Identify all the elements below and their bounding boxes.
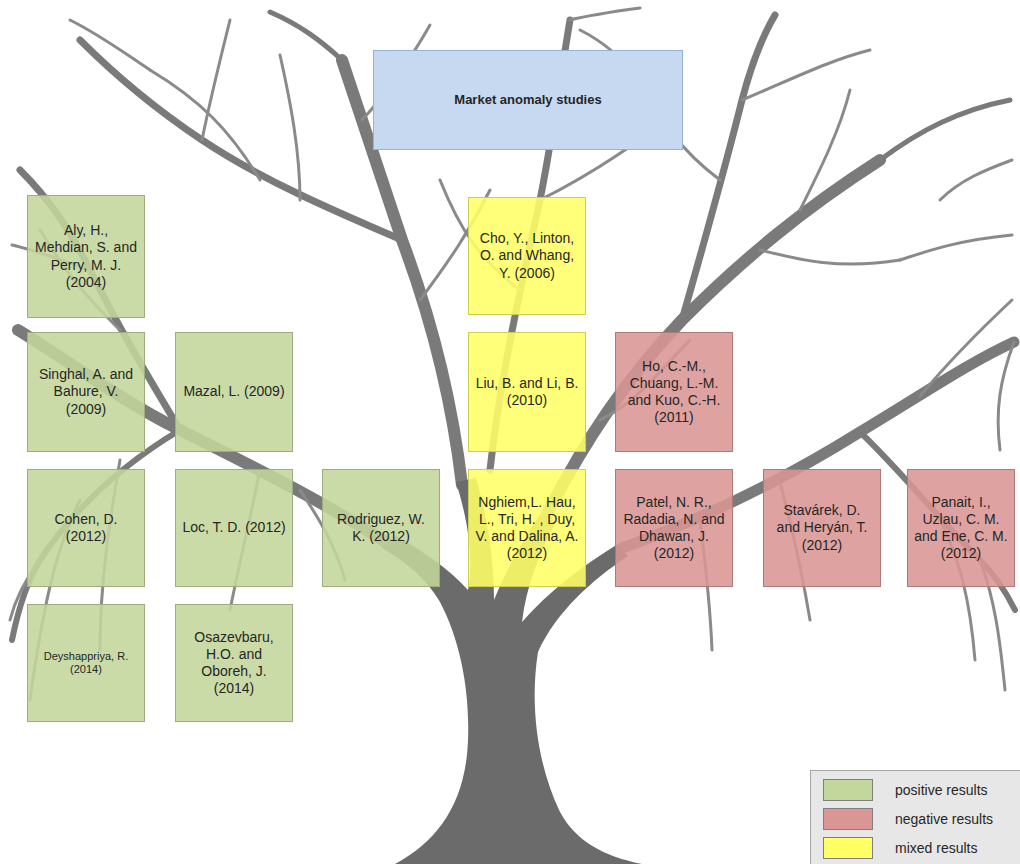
study-box: Rodriguez, W. K. (2012) [322,469,440,587]
legend-swatch [823,808,873,830]
citation-text: Osazevbaru, H.O. and Oboreh, J. (2014) [182,629,286,697]
citation-text: Rodriguez, W. K. (2012) [329,511,433,545]
citation-text: Loc, T. D. (2012) [182,519,285,536]
legend-text: mixed results [895,840,977,856]
citation-text: Singhal, A. and Bahure, V. (2009) [34,366,138,417]
study-box: Nghiem,L. Hau, L., Tri, H. , Duy, V. and… [468,469,586,587]
study-box: Deyshappriya, R. (2014) [27,604,145,722]
legend-text: negative results [895,811,993,827]
legend-text: positive results [895,782,988,798]
citation-text: Aly, H., Mehdian, S. and Perry, M. J. (2… [34,222,138,290]
study-box: Loc, T. D. (2012) [175,469,293,587]
citation-text: Liu, B. and Li, B. (2010) [475,375,579,409]
legend-panel: positive results negative results mixed re… [810,770,1020,864]
heading-box: Market anomaly studies [373,50,683,150]
citation-text: Panait, I., Uzlau, C. M. and Ene, C. M. … [914,494,1008,562]
study-box: Panait, I., Uzlau, C. M. and Ene, C. M. … [907,469,1015,587]
legend-swatch [823,779,873,801]
study-box: Aly, H., Mehdian, S. and Perry, M. J. (2… [27,195,145,318]
legend-row: mixed results [811,837,1020,861]
study-box: Mazal, L. (2009) [175,332,293,452]
study-box: Singhal, A. and Bahure, V. (2009) [27,332,145,452]
legend-row: positive results [811,779,1020,803]
citation-text: Mazal, L. (2009) [183,383,284,400]
study-box: Ho, C.-M., Chuang, L.-M. and Kuo, C.-H. … [615,332,733,452]
study-box: Patel, N. R., Radadia, N. and Dhawan, J.… [615,469,733,587]
heading-text: Market anomaly studies [454,92,601,108]
study-box: Osazevbaru, H.O. and Oboreh, J. (2014) [175,604,293,722]
legend-swatch [823,837,873,859]
citation-text: Patel, N. R., Radadia, N. and Dhawan, J.… [622,494,726,562]
study-box: Cohen, D. (2012) [27,469,145,587]
study-box: Stavárek, D. and Heryán, T. (2012) [763,469,881,587]
study-box: Cho, Y., Linton, O. and Whang, Y. (2006) [468,197,586,315]
study-box: Liu, B. and Li, B. (2010) [468,332,586,452]
legend-row: negative results [811,808,1020,832]
citation-text: Nghiem,L. Hau, L., Tri, H. , Duy, V. and… [475,494,579,562]
citation-text: Cho, Y., Linton, O. and Whang, Y. (2006) [475,230,579,281]
citation-text: Cohen, D. (2012) [34,511,138,545]
citation-text: Stavárek, D. and Heryán, T. (2012) [770,502,874,553]
citation-text: Ho, C.-M., Chuang, L.-M. and Kuo, C.-H. … [622,358,726,426]
citation-text: Deyshappriya, R. (2014) [34,650,138,677]
